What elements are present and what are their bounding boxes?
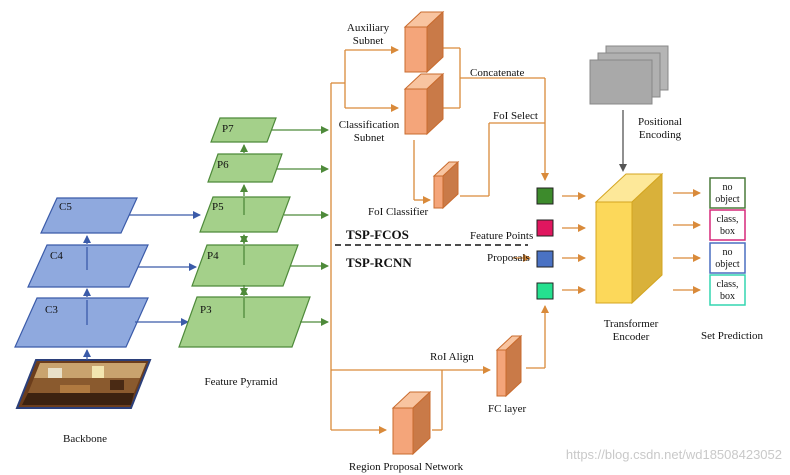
transformer-encoder-label: Encoder bbox=[613, 331, 650, 343]
region-proposal-network-label: Region Proposal Network bbox=[349, 461, 464, 473]
pyramid-level-p5 bbox=[199, 196, 291, 233]
backbone-level-c4 bbox=[27, 244, 149, 288]
backbone-level-label: C3 bbox=[45, 304, 58, 316]
tsp-rcnn-label: TSP-RCNN bbox=[346, 255, 412, 270]
tsp-fcos-label: TSP-FCOS bbox=[346, 227, 409, 242]
classification-subnet-label: Subnet bbox=[354, 132, 385, 144]
auxiliary-subnet-label: Subnet bbox=[353, 35, 384, 47]
proposals-label: Proposals bbox=[487, 252, 530, 264]
concatenate-label: Concatenate bbox=[470, 67, 524, 79]
input-tokens bbox=[536, 187, 554, 300]
foi-classifier-box bbox=[432, 160, 460, 210]
pyramid-level-p3 bbox=[178, 296, 311, 348]
prediction-box bbox=[709, 242, 746, 274]
pyramid-level-label: P5 bbox=[212, 201, 224, 213]
feature-pyramid-label: Feature Pyramid bbox=[204, 376, 278, 388]
prediction-text: object bbox=[715, 259, 740, 270]
backbone-level-label: C5 bbox=[59, 201, 72, 213]
pyramid-level-p7 bbox=[210, 117, 277, 143]
transformer-encoder-label: Transformer bbox=[604, 318, 659, 330]
routing-lines bbox=[330, 46, 701, 434]
pyramid-level-p6 bbox=[207, 153, 283, 183]
token-square bbox=[536, 250, 554, 268]
pyramid-level-label: P6 bbox=[217, 159, 229, 171]
transformer-encoder-box bbox=[594, 172, 664, 305]
region-proposal-network-box bbox=[391, 390, 432, 456]
prediction-box bbox=[709, 177, 746, 209]
prediction-text: object bbox=[715, 194, 740, 205]
backbone: C3 C4 C5 Backbone bbox=[14, 197, 152, 445]
pyramid-level-label: P7 bbox=[222, 123, 234, 135]
positional-encoding-label: Positional bbox=[638, 116, 682, 128]
prediction-box bbox=[709, 209, 746, 241]
backbone-level-label: C4 bbox=[50, 250, 63, 262]
token-square bbox=[536, 187, 554, 205]
prediction-box bbox=[709, 274, 746, 306]
backbone-label: Backbone bbox=[63, 433, 107, 445]
token-square bbox=[536, 219, 554, 237]
pyramid-level-p4 bbox=[191, 244, 299, 287]
prediction-text: no bbox=[723, 247, 733, 258]
set-prediction-outputs: no object class, box no object class, bo… bbox=[709, 177, 746, 306]
prediction-text: class, bbox=[717, 279, 739, 290]
fc-layer-box bbox=[495, 334, 523, 398]
feature-points-label: Feature Points bbox=[470, 230, 533, 242]
prediction-text: class, bbox=[717, 214, 739, 225]
foi-classifier-label: FoI Classifier bbox=[368, 206, 429, 218]
roi-align-label: RoI Align bbox=[430, 351, 474, 363]
auxiliary-subnet-box bbox=[403, 10, 445, 74]
backbone-level-c5 bbox=[40, 197, 138, 234]
pyramid-level-label: P4 bbox=[207, 250, 219, 262]
foi-select-label: FoI Select bbox=[493, 110, 538, 122]
pyramid-level-label: P3 bbox=[200, 304, 212, 316]
prediction-text: box bbox=[720, 291, 735, 302]
feature-pyramid: P3 P4 P5 P6 P7 Feature Pyramid bbox=[178, 117, 329, 388]
prediction-text: box bbox=[720, 226, 735, 237]
prediction-text: no bbox=[723, 182, 733, 193]
classification-subnet-box bbox=[403, 72, 445, 136]
fc-layer-label: FC layer bbox=[488, 403, 527, 415]
positional-encoding-stack bbox=[589, 45, 669, 105]
token-square bbox=[536, 282, 554, 300]
auxiliary-subnet-label: Auxiliary bbox=[347, 22, 390, 34]
backbone-level-c3 bbox=[14, 297, 149, 348]
lateral-connections bbox=[129, 211, 201, 326]
backbone-input-image bbox=[15, 359, 152, 409]
set-prediction-label: Set Prediction bbox=[701, 330, 764, 342]
positional-encoding-label: Encoding bbox=[639, 129, 682, 141]
watermark-text: https://blog.csdn.net/wd18508423052 bbox=[566, 447, 782, 462]
classification-subnet-label: Classification bbox=[339, 119, 400, 131]
